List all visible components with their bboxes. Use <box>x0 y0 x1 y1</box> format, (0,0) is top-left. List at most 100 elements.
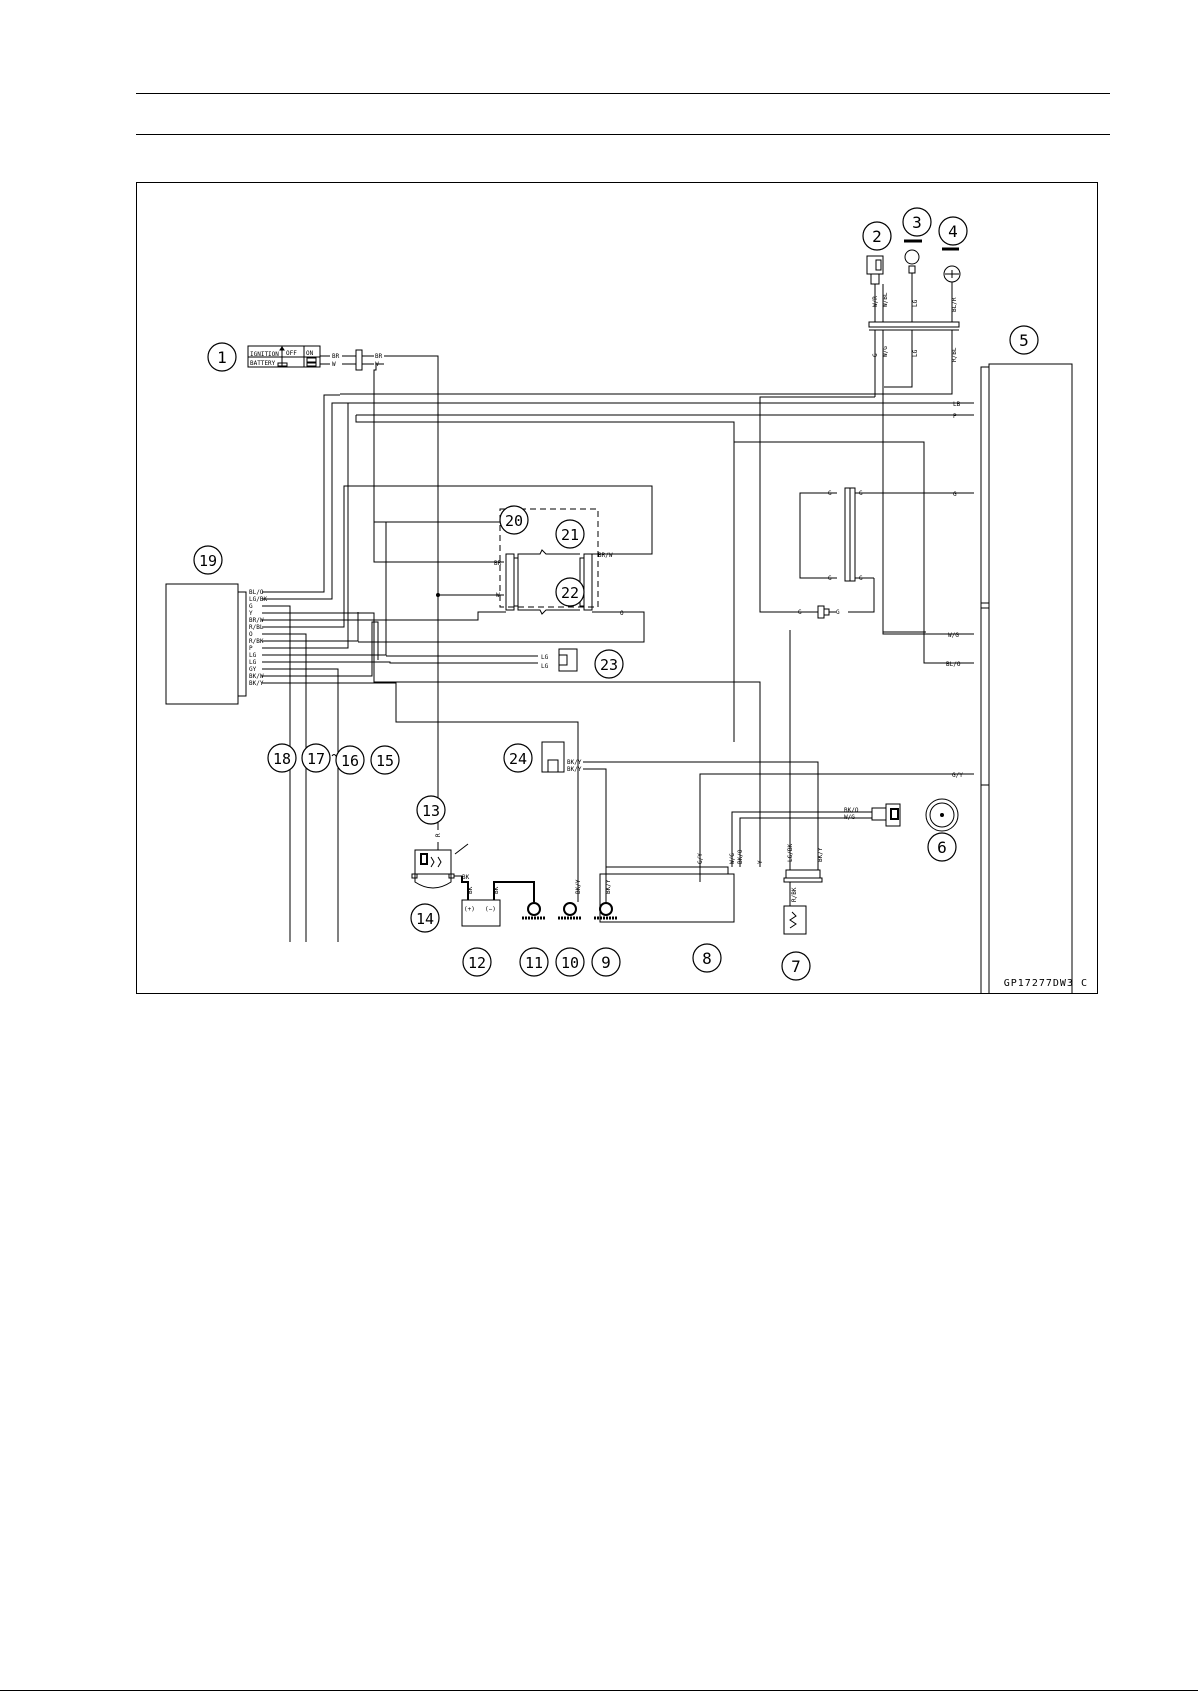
callout-number: 14 <box>416 910 434 928</box>
callout-number: 21 <box>561 526 579 544</box>
wire-label: BR <box>375 353 383 360</box>
wire-label: W/G <box>844 814 855 821</box>
ground-9 <box>594 902 618 920</box>
component-23 <box>558 648 578 672</box>
callout-circle <box>193 545 223 575</box>
wire-label: BK/Y <box>817 847 824 862</box>
callout-circle <box>692 943 722 973</box>
callout-number: 20 <box>505 512 523 530</box>
callout-number: 2 <box>872 227 882 246</box>
callout-number: 11 <box>525 954 543 972</box>
component-4 <box>942 247 961 322</box>
callout-circle <box>938 216 968 246</box>
switch-col-off: OFF <box>286 350 297 357</box>
wiring-diagram: IGNITION BATTERY OFF ON BR W BR W W/R W/… <box>165 207 1073 994</box>
wire-label: BK <box>462 874 470 881</box>
callout-circle <box>335 745 365 775</box>
wire-label: LG <box>541 654 549 661</box>
ecu-pin-label: Y <box>249 610 253 617</box>
battery-minus-label: (−) <box>485 906 496 913</box>
callout-circle <box>301 743 331 773</box>
wire-label: BR <box>332 353 340 360</box>
wire-label: O <box>620 610 624 617</box>
callout-circle <box>1009 325 1039 355</box>
callout-circle <box>555 577 585 607</box>
wire-label: G <box>836 609 840 616</box>
wire-label: W/R <box>872 296 879 307</box>
wire-label: W <box>332 361 336 368</box>
ecu-pin-label: BL/O <box>249 589 264 596</box>
header-rule-top <box>136 93 1110 94</box>
callout-number: 15 <box>376 752 394 770</box>
callout-circle <box>207 342 237 372</box>
ecu-pin-label: R/BL <box>249 624 264 631</box>
wire-label: BL/O <box>946 661 961 668</box>
wire-label: G/Y <box>952 772 963 779</box>
callout-circle <box>927 832 957 862</box>
switch-col-on: ON <box>306 350 314 357</box>
wire-label: G <box>859 490 863 497</box>
wire-label: G <box>872 353 879 357</box>
wire-label: BK/Y <box>567 759 582 766</box>
callout-circle <box>499 505 529 535</box>
drawing-code: GP17277DW3 C <box>1003 978 1088 989</box>
callout-number: 24 <box>509 750 527 768</box>
ecu-pin-label: LG/BK <box>249 596 267 603</box>
wire-label: LG <box>912 349 919 357</box>
wire-label: BR <box>494 560 502 567</box>
callout-number: 10 <box>561 954 579 972</box>
ignition-switch: IGNITION BATTERY OFF ON <box>247 345 321 368</box>
callout-circle <box>594 649 624 679</box>
starter-relay-14 <box>411 849 455 889</box>
wire-label: P <box>953 413 957 420</box>
component-2 <box>866 255 884 322</box>
callout-number: 13 <box>422 802 440 820</box>
wire-label: G <box>828 575 832 582</box>
wire-label: W/G <box>882 346 889 357</box>
meter-unit <box>980 363 1073 994</box>
callout-circle <box>462 947 492 977</box>
ecu-pin-label: R/BK <box>249 638 264 645</box>
wire-label: BR/W <box>598 552 613 559</box>
wire-label: R <box>435 833 442 837</box>
callout-number: 1 <box>217 348 227 367</box>
wire-label: R/BK <box>791 887 798 902</box>
ecu-19 <box>165 583 247 705</box>
callout-circle <box>503 743 533 773</box>
callout-circle <box>555 947 585 977</box>
wire-label: LG <box>541 663 549 670</box>
callout-number: 8 <box>702 949 712 968</box>
relay-box-20 <box>499 508 599 615</box>
sensor-6 <box>871 798 959 832</box>
callout-circle <box>862 221 892 251</box>
callout-circle <box>781 951 811 981</box>
callout-circle <box>555 519 585 549</box>
wire-label: LB <box>953 401 961 408</box>
header-rule-second <box>136 134 1110 135</box>
callout-number: 23 <box>600 656 618 674</box>
wire-label: W/G <box>948 632 959 639</box>
diagram-frame <box>136 182 1098 994</box>
callout-circle <box>519 947 549 977</box>
wire-label: R/BL <box>951 347 958 362</box>
callout-number: 5 <box>1019 331 1029 350</box>
callout-circle <box>267 743 297 773</box>
callout-number: 12 <box>468 954 486 972</box>
callout-number: 4 <box>948 222 958 241</box>
wire-label: BK <box>493 886 500 894</box>
ecu-pin-label: BK/W <box>249 673 264 680</box>
callout-number: 9 <box>601 953 611 972</box>
component-7 <box>783 869 823 935</box>
callout-circle <box>591 947 621 977</box>
callout-circle <box>416 795 446 825</box>
ecu-pin-label: P <box>249 645 253 652</box>
ecu-pin-label: G <box>249 603 253 610</box>
unit-8 <box>599 866 735 923</box>
wire-label: LG <box>912 299 919 307</box>
switch-row-ignition: IGNITION <box>250 351 279 358</box>
wire-label: G <box>798 609 802 616</box>
battery-12 <box>461 894 501 927</box>
wire-label: G <box>953 491 957 498</box>
callout-number: 17 <box>307 750 325 768</box>
